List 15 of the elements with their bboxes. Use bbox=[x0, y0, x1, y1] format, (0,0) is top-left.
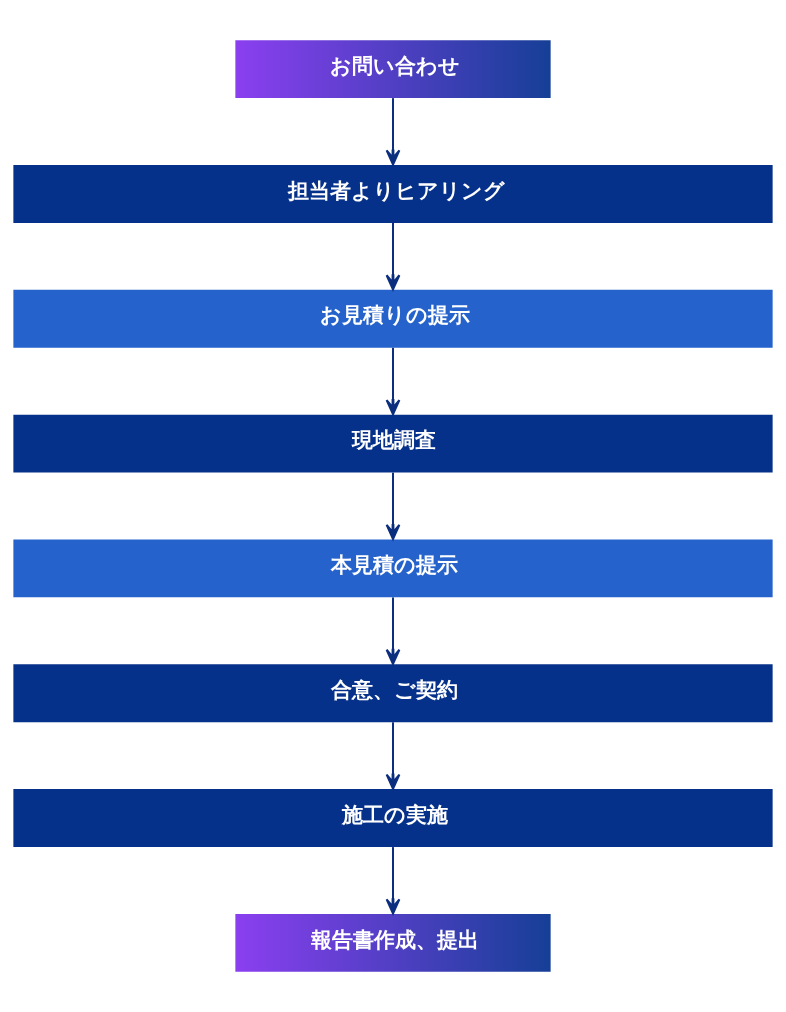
node-box: 報告書作成、提出 bbox=[235, 913, 551, 972]
node-box: 合意、ご契約 bbox=[13, 664, 773, 723]
arrow bbox=[385, 98, 401, 166]
arrow bbox=[385, 222, 401, 291]
arrow bbox=[385, 847, 401, 915]
node-box: お見積りの提示 bbox=[13, 289, 773, 348]
node-box: 施工の実施 bbox=[13, 789, 773, 847]
arrow bbox=[385, 722, 401, 790]
node-box: 担当者よりヒアリング bbox=[13, 165, 773, 223]
arrow bbox=[385, 472, 401, 541]
node-box: お問い合わせ bbox=[235, 40, 551, 99]
node-box: 本見積の提示 bbox=[13, 539, 773, 598]
arrow bbox=[385, 347, 401, 416]
arrow bbox=[385, 597, 401, 665]
node-box: 現地調査 bbox=[13, 414, 773, 473]
